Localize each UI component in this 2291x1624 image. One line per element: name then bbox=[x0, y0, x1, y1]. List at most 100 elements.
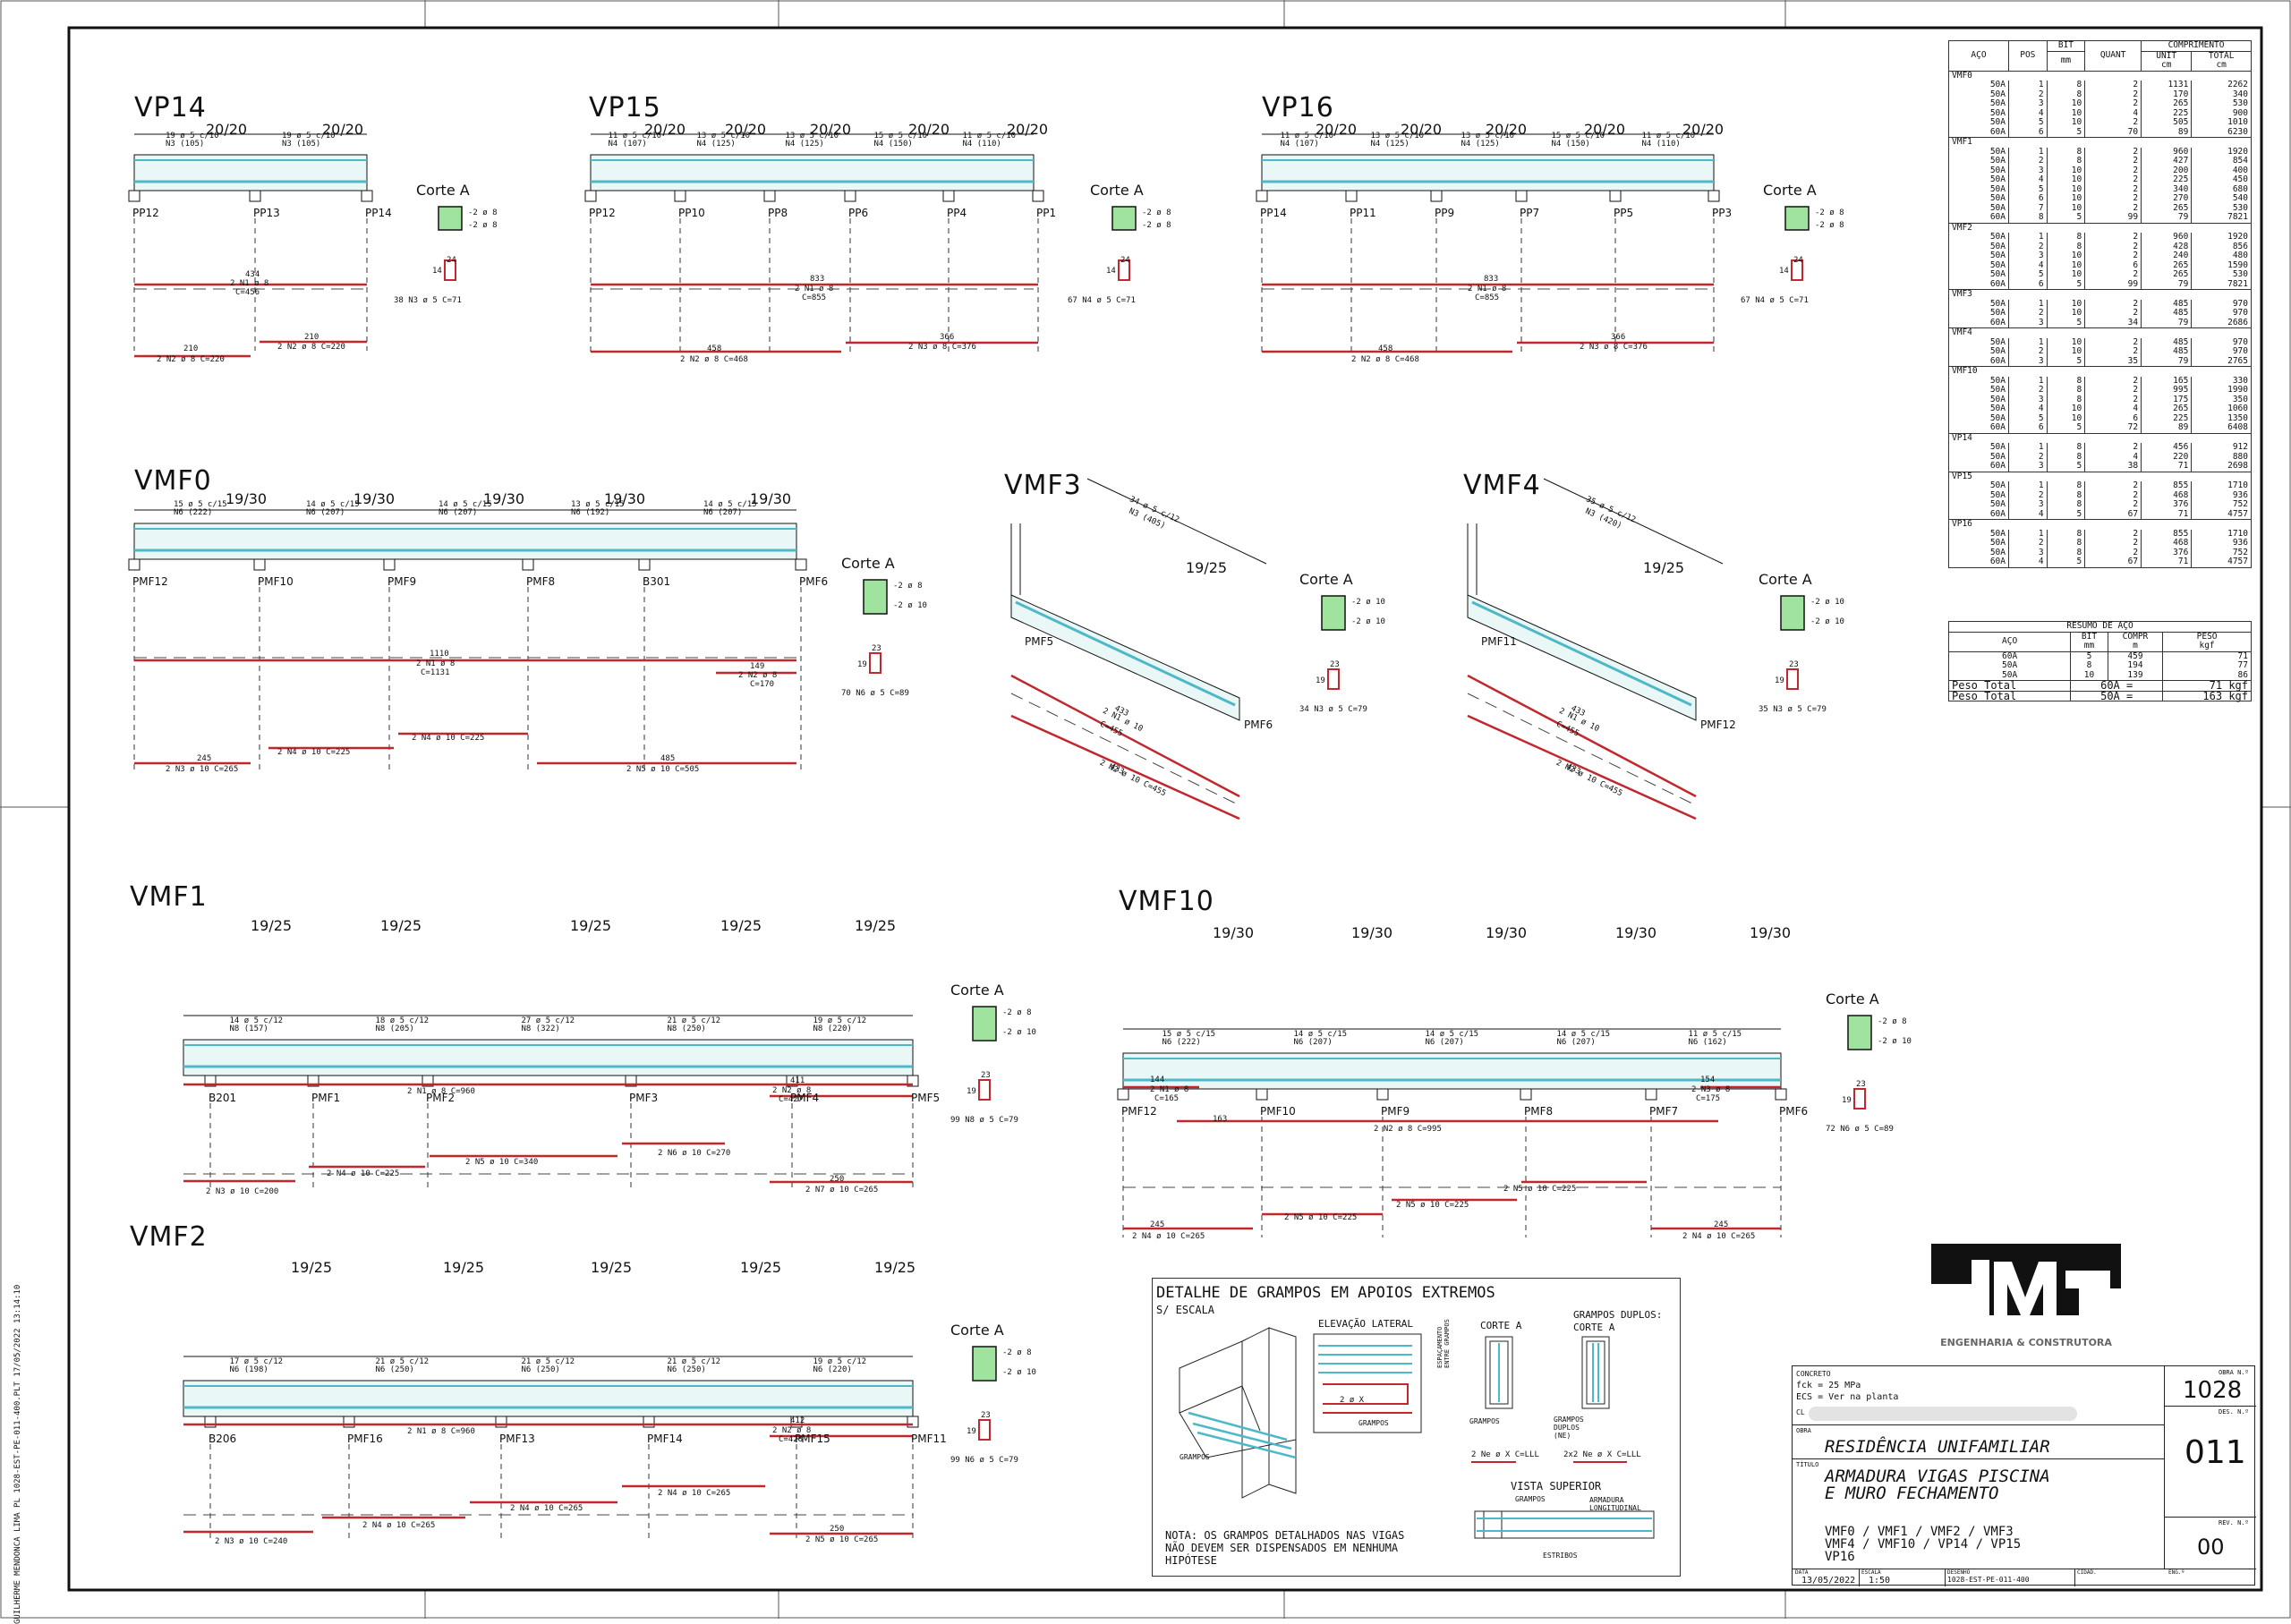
stirrup-count: N4 (125) bbox=[696, 140, 736, 149]
stirrup-count: N6 (207) bbox=[1425, 1038, 1464, 1047]
diag-cyan-bar bbox=[1471, 600, 1692, 707]
stirrup-count: N4 (110) bbox=[1641, 140, 1681, 149]
section-label: 19/30 bbox=[750, 490, 792, 507]
steel-group-header: VMF10 bbox=[1949, 366, 2251, 377]
support-label-pmf1: PMF1 bbox=[311, 1092, 341, 1104]
obra-value: RESIDÊNCIA UNIFAMILIAR bbox=[1825, 1437, 2050, 1457]
section-label: 19/30 bbox=[1213, 924, 1255, 941]
stirrup-spec: 11 ø 5 c/10 bbox=[962, 132, 1017, 140]
support-mark bbox=[522, 558, 534, 571]
stirrup-dim2: 23 bbox=[1789, 660, 1799, 669]
section-box bbox=[1847, 1015, 1872, 1050]
support-label-pp4: PP4 bbox=[947, 207, 967, 219]
support-label-pmf5: PMF5 bbox=[911, 1092, 941, 1104]
detail-ne-a: 2 Ne ø X C=LLL bbox=[1471, 1450, 1539, 1459]
des-label: DES. N.º bbox=[2219, 1408, 2249, 1416]
rebar-label: 2 N4 ø 10 C=225 bbox=[412, 734, 485, 743]
detail-sketch bbox=[1179, 1327, 1655, 1539]
obra-label: OBRA bbox=[1796, 1427, 1811, 1434]
tb-divider-v bbox=[2164, 1366, 2165, 1569]
detail-grampos-a: GRAMPOS bbox=[1358, 1419, 1389, 1427]
stirrup-spec: 18 ø 5 c/12 bbox=[375, 1016, 430, 1025]
tb-divider-2 bbox=[1793, 1458, 2164, 1459]
detail-grampos-duplos-b: CORTE A bbox=[1573, 1322, 1615, 1333]
support-mark bbox=[361, 190, 373, 202]
titulo-line-2: E MURO FECHAMENTO bbox=[1825, 1484, 1999, 1503]
section-bottom-bars: -2 ø 10 bbox=[1002, 1028, 1036, 1037]
support-label-b201: B201 bbox=[209, 1092, 237, 1104]
beam-title-vp16: VP16 bbox=[1262, 92, 1334, 123]
data-value: 13/05/2022 bbox=[1801, 1576, 1856, 1586]
support-label-pp8: PP8 bbox=[768, 207, 788, 219]
stirrup-count: N6 (198) bbox=[229, 1365, 268, 1374]
beams-line-3: VP16 bbox=[1825, 1550, 1855, 1564]
stirrup-dim: 14 bbox=[1779, 267, 1789, 276]
stirrup-dim: 19 bbox=[1316, 676, 1325, 685]
rebar-label: C=165 bbox=[1154, 1094, 1180, 1103]
stirrup-dim2: 23 bbox=[1856, 1080, 1866, 1089]
support-label-pmf15: PMF15 bbox=[795, 1433, 830, 1445]
rebar-label: 210 bbox=[183, 344, 199, 353]
section-top-bars: -2 ø 10 bbox=[1810, 598, 1844, 607]
rebar-line bbox=[1467, 714, 1697, 821]
rebar-label: 2 N2 ø 8 bbox=[772, 1086, 812, 1095]
support-mark bbox=[128, 190, 141, 202]
rebar-label: 2 N5 ø 10 C=225 bbox=[1396, 1201, 1469, 1210]
stirrup-count: N6 (250) bbox=[521, 1365, 560, 1374]
support-label-pmf10: PMF10 bbox=[258, 575, 294, 588]
diag-dim-line bbox=[1086, 478, 1267, 565]
stirrup-note: 38 N3 ø 5 C=71 bbox=[394, 296, 462, 305]
rebar-label: 210 bbox=[304, 333, 319, 342]
stirrup-count: N4 (110) bbox=[962, 140, 1001, 149]
support-mark bbox=[253, 558, 266, 571]
rebar-line bbox=[1010, 714, 1240, 821]
corte-title: Corte A bbox=[416, 182, 470, 199]
support-label: PMF11 bbox=[1481, 635, 1517, 648]
stirrup-dim2: 23 bbox=[872, 644, 881, 653]
tb-divider-3 bbox=[2164, 1406, 2256, 1407]
th-quant: QUANT bbox=[2084, 41, 2142, 72]
rebar-label: 366 bbox=[940, 333, 955, 342]
rebar-label: 2 N1 ø 8 bbox=[1468, 285, 1507, 293]
stirrup-count: N8 (157) bbox=[229, 1025, 268, 1033]
support-label-pmf9: PMF9 bbox=[1381, 1105, 1410, 1118]
stirrup-spec: 15 ø 5 c/10 bbox=[873, 132, 928, 140]
stirrup-count: N6 (207) bbox=[1293, 1038, 1333, 1047]
stirrup-count: N6 (207) bbox=[439, 508, 478, 517]
detail-ne-b: 2x2 Ne ø X C=LLL bbox=[1563, 1450, 1641, 1459]
rebar-label: 833 bbox=[810, 275, 825, 284]
section-label: 19/30 bbox=[1351, 924, 1393, 941]
stirrup-spec: 19 ø 5 c/12 bbox=[813, 1016, 867, 1025]
section-top-bars: -2 ø 8 bbox=[1878, 1017, 1907, 1026]
stirrup-dim: 14 bbox=[1106, 267, 1116, 276]
support-label-pp14: PP14 bbox=[1260, 207, 1287, 219]
section-box bbox=[863, 579, 888, 615]
support-label-pp7: PP7 bbox=[1520, 207, 1540, 219]
support-label-pp13: PP13 bbox=[253, 207, 280, 219]
section-label: 19/25 bbox=[443, 1259, 485, 1276]
corte-title: Corte A bbox=[950, 982, 1004, 999]
section-label: 19/30 bbox=[1750, 924, 1792, 941]
desenho-label: DESENHO bbox=[1947, 1569, 1971, 1576]
steel-group-header: VMF2 bbox=[1949, 222, 2251, 233]
rebar-label: C=1131 bbox=[421, 668, 450, 677]
rebar-label: 2 N4 ø 10 C=265 bbox=[510, 1504, 583, 1513]
stirrup-note: 67 N4 ø 5 C=71 bbox=[1741, 296, 1809, 305]
rebar-label: 2 N2 ø 8 C=468 bbox=[1351, 355, 1419, 364]
eng-label: ENG.º bbox=[2168, 1569, 2185, 1576]
support-label-pmf6: PMF6 bbox=[799, 575, 829, 588]
stirrup-spec: 14 ø 5 c/15 bbox=[439, 500, 492, 509]
stirrup-dim: 19 bbox=[857, 660, 867, 669]
section-label: 20/20 bbox=[1486, 121, 1528, 138]
stirrup-shape bbox=[1118, 259, 1130, 281]
